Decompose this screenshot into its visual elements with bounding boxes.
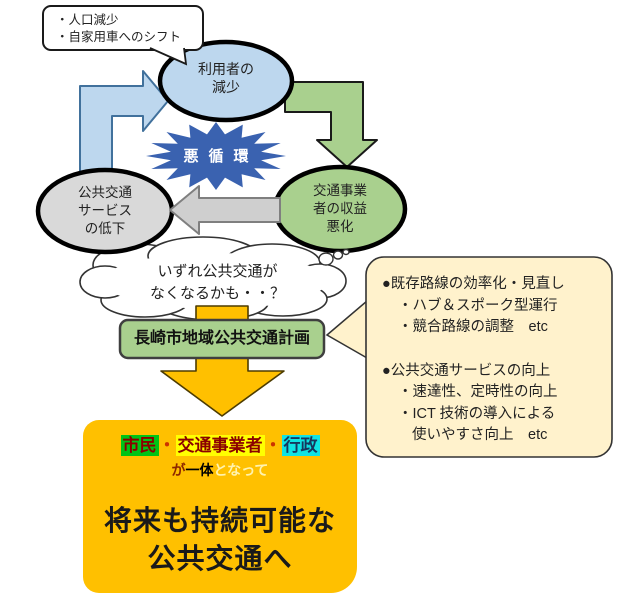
vicious-cycle-label: 悪循環 xyxy=(183,148,259,165)
causes-callout-box xyxy=(42,5,204,51)
cloud-line: いずれ公共交通が xyxy=(157,263,278,280)
unity-row: が一体となって xyxy=(83,460,357,480)
label-line: 悪化 xyxy=(326,219,354,234)
measures-heading: ●公共交通サービスの向上 xyxy=(382,362,551,379)
orange-down-arrow xyxy=(160,305,285,417)
headline-line: 公共交通へ xyxy=(147,543,293,574)
headline-line: 将来も持続可能な xyxy=(103,505,336,536)
label-line: 公共交通 xyxy=(78,185,132,200)
actor-separator: ・ xyxy=(264,436,282,455)
measures-item: ・ICT 技術の導入による xyxy=(398,405,556,422)
measures-spacer xyxy=(382,339,600,361)
causes-callout-text: ・人口減少 ・自家用車へのシフト xyxy=(56,12,206,46)
actor-citizens: 市民 xyxy=(120,435,159,456)
plan-box-label: 長崎市地域公共交通計画 xyxy=(133,330,310,347)
measures-content: ●既存路線の効率化・見直し ・ハブ＆スポーク型運行 ・競合路線の調整 etc ●… xyxy=(368,258,608,447)
actors-row: 市民・交通事業者・行政 xyxy=(83,431,357,456)
blue-elbow-arrow xyxy=(79,70,169,176)
label-line: 交通事業 xyxy=(313,183,367,198)
actor-government: 行政 xyxy=(281,435,320,456)
label-line: 者の収益 xyxy=(313,201,367,216)
cloud-text: いずれ公共交通が なくなるかも・・？ xyxy=(95,261,340,305)
user-decrease-label: 利用者の 減少 xyxy=(160,60,292,96)
goal-headline: 将来も持続可能な 公共交通へ xyxy=(83,502,357,578)
measures-item: ・ハブ＆スポーク型運行 xyxy=(398,297,558,314)
measures-item: 使いやすさ向上 etc xyxy=(412,427,548,443)
revenue-worsening-label: 交通事業 者の収益 悪化 xyxy=(275,182,405,236)
user-decrease-ellipse xyxy=(157,39,295,123)
label-line: サービス xyxy=(78,203,132,218)
unity-suffix: となって xyxy=(213,462,269,478)
label-line: の低下 xyxy=(84,221,126,236)
plan-box xyxy=(118,318,326,360)
thought-cloud xyxy=(79,236,347,321)
unity-highlight: 一体 xyxy=(185,462,214,478)
green-elbow-arrow xyxy=(284,81,378,168)
cause-line: ・自家用車へのシフト xyxy=(56,30,182,44)
thought-bubble-trail xyxy=(318,248,350,266)
actor-separator: ・ xyxy=(158,436,176,455)
vicious-cycle-starburst xyxy=(146,122,286,190)
cause-line: ・人口減少 xyxy=(56,13,119,27)
actor-operators: 交通事業者 xyxy=(175,435,265,456)
gray-left-arrow xyxy=(169,185,281,235)
service-decline-label: 公共交通 サービス の低下 xyxy=(39,184,171,238)
measures-item: ・速達性、定時性の向上 xyxy=(398,384,558,400)
label-line: 減少 xyxy=(212,79,240,95)
cloud-line: なくなるかも・・？ xyxy=(149,285,285,302)
label-line: 利用者の xyxy=(198,61,254,77)
measures-item: ・競合路線の調整 etc xyxy=(398,319,548,335)
causes-callout-tail xyxy=(149,47,188,66)
measures-heading: ●既存路線の効率化・見直し xyxy=(382,276,565,292)
measures-box xyxy=(365,256,613,458)
goal-box: 市民・交通事業者・行政 が一体となって 将来も持続可能な 公共交通へ xyxy=(83,420,357,593)
unity-prefix: が xyxy=(171,462,186,478)
